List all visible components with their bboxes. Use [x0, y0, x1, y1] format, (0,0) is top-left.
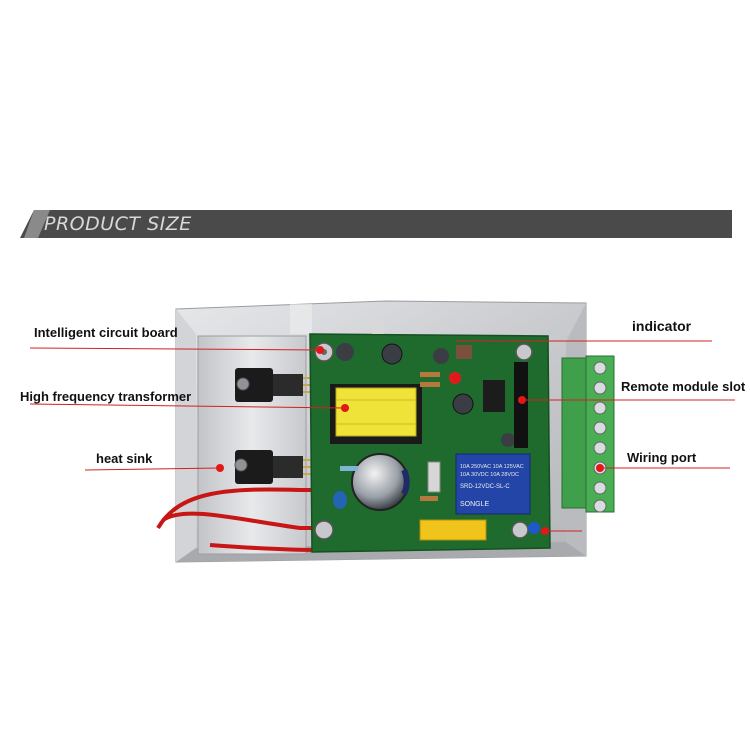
label-heat-sink: heat sink [96, 451, 153, 466]
label-indicator: indicator [632, 318, 692, 334]
label-intelligent-circuit-board: Intelligent circuit board [34, 325, 178, 340]
circuit-board [309, 320, 551, 553]
label-wiring-port: Wiring port [627, 450, 697, 465]
relay-model: SRD-12VDC-SL-C [460, 484, 510, 490]
relay-brand: SONGLE [460, 501, 490, 508]
callout-lines [29, 340, 735, 532]
product-size-banner [20, 210, 732, 238]
banner-title: PRODUCT SIZE [44, 213, 192, 235]
label-high-frequency-transformer: High frequency transformer [20, 389, 192, 404]
relay-rating-1: 10A 250VAC 10A 125VAC [460, 464, 524, 470]
relay-markings: 10A 250VAC 10A 125VAC 10A 30VDC 10A 28VD… [460, 464, 524, 508]
label-remote-module-slot: Remote module slot [621, 379, 746, 394]
relay-rating-2: 10A 30VDC 10A 28VDC [460, 472, 519, 478]
terminal-block [561, 355, 615, 513]
heat-sink [197, 335, 320, 555]
callout-dots [216, 346, 604, 535]
